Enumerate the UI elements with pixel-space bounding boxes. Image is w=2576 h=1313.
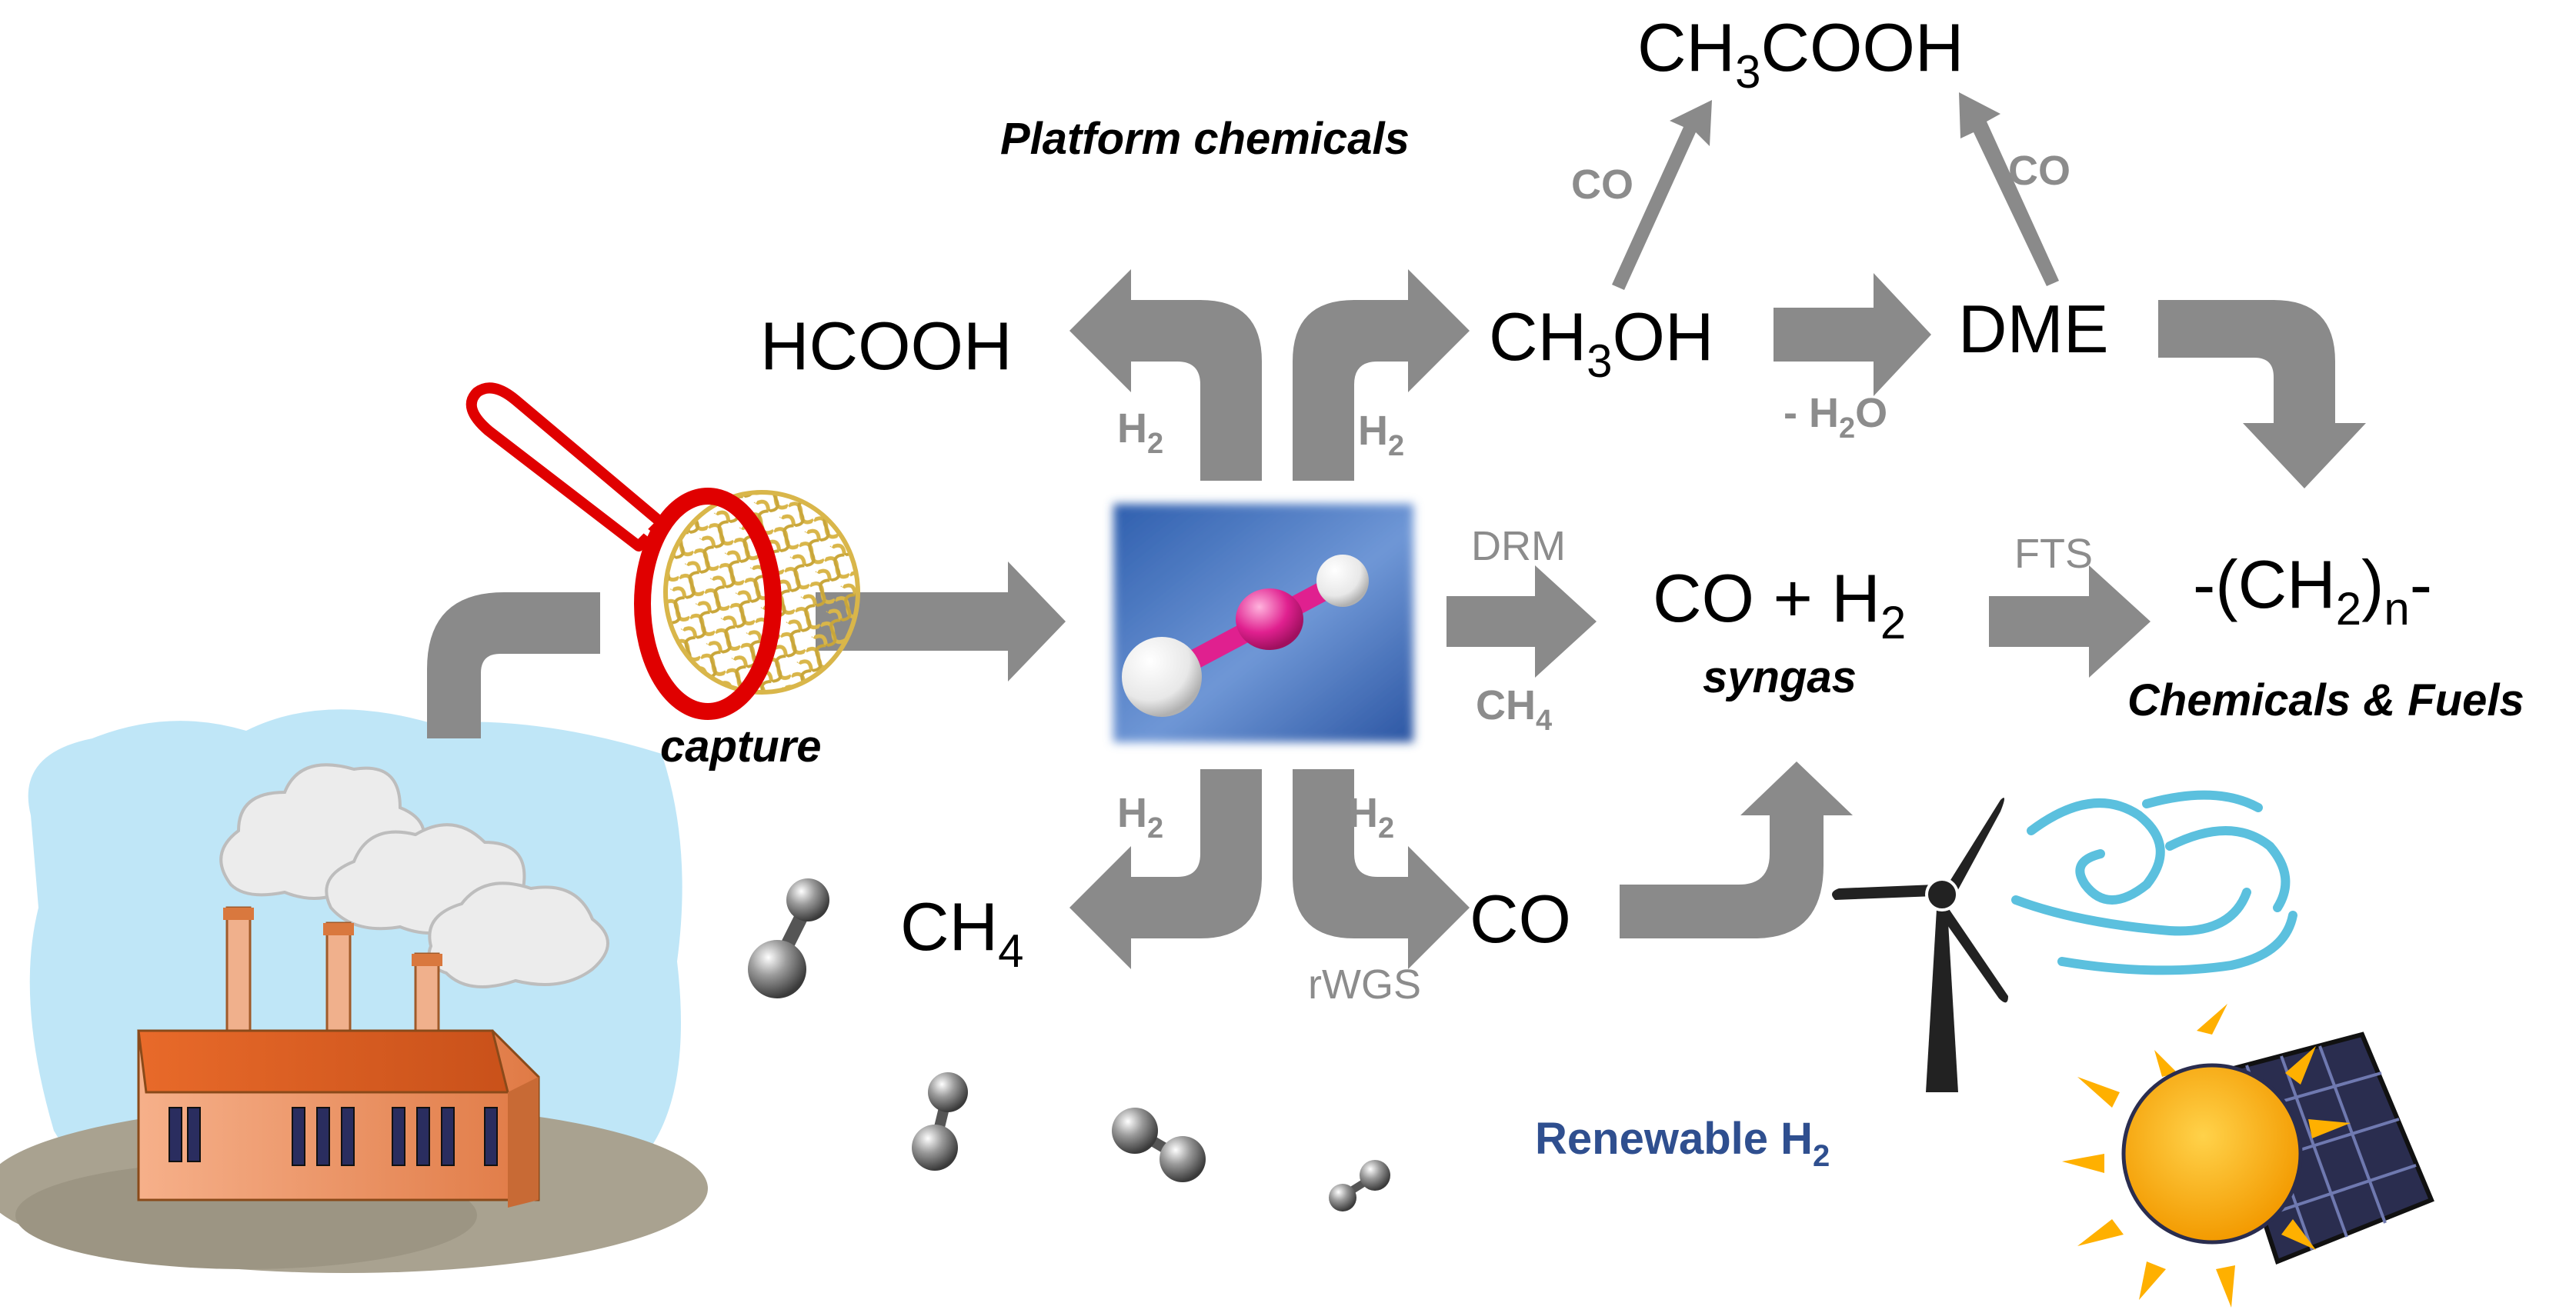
h2-label-top-right: H2 [1358, 408, 1404, 462]
arrow-to-methane [1069, 769, 1262, 969]
h2-label-bottom-right: H2 [1348, 790, 1394, 845]
arrow-factory-to-capture [427, 592, 600, 738]
syngas-formula: CO + H2 [1653, 560, 1906, 648]
methanol-label: CH3OH [1489, 298, 1713, 387]
arrow-to-co [1293, 769, 1470, 969]
acetic-acid-label: CH3COOH [1637, 9, 1964, 98]
renewable-h2-label: Renewable H2 [1535, 1114, 1830, 1173]
chemicals-fuels-label: Chemicals & Fuels [2127, 675, 2524, 725]
arrow-to-methanol [1293, 269, 1470, 481]
arrow-to-hcooh [1069, 269, 1262, 481]
ch4-reagent-label: CH4 [1476, 682, 1552, 737]
flow-arrows [427, 92, 2366, 969]
wind-turbine-icon [1832, 798, 2008, 1092]
arrow-co2-to-syngas [1446, 565, 1597, 678]
rwgs-label: rWGS [1308, 961, 1421, 1008]
wind-icon [2011, 790, 2297, 975]
arrow-syngas-to-fuels [1989, 565, 2151, 678]
h2-molecule-icon [748, 878, 1390, 1211]
arrow-methanol-to-dme [1774, 273, 1931, 396]
fts-label: FTS [2014, 531, 2093, 577]
formic-acid-label: HCOOH [760, 308, 1013, 384]
capture-label: capture [660, 721, 822, 771]
h2-label-bottom-left: H2 [1117, 790, 1163, 845]
co-reagent-left: CO [1571, 162, 1633, 208]
sun-icon [2062, 1004, 2351, 1308]
methane-label: CH4 [900, 888, 1023, 977]
h2-label-top-left: H2 [1117, 405, 1163, 460]
syngas-label: syngas [1703, 652, 1857, 702]
arrow-methanol-to-acetic [1612, 100, 1712, 290]
dme-label: DME [1958, 291, 2109, 367]
arrow-dme-to-acetic [1959, 92, 2059, 286]
platform-chemicals-label: Platform chemicals [1000, 114, 1410, 164]
factory-icon [0, 709, 708, 1273]
arrow-capture-to-co2 [816, 562, 1066, 681]
minus-water-label: - H2O [1784, 390, 1887, 445]
arrow-dme-to-fuels [2158, 300, 2366, 488]
co-reagent-right: CO [2008, 148, 2070, 194]
arrow-co-to-syngas [1620, 761, 1853, 938]
co-product-label: CO [1470, 881, 1571, 957]
hydrocarbon-label: -(CH2)n- [2193, 546, 2432, 635]
capture-net-icon [465, 382, 860, 720]
drm-label: DRM [1471, 523, 1566, 569]
co2-molecule-icon [1113, 504, 1413, 742]
